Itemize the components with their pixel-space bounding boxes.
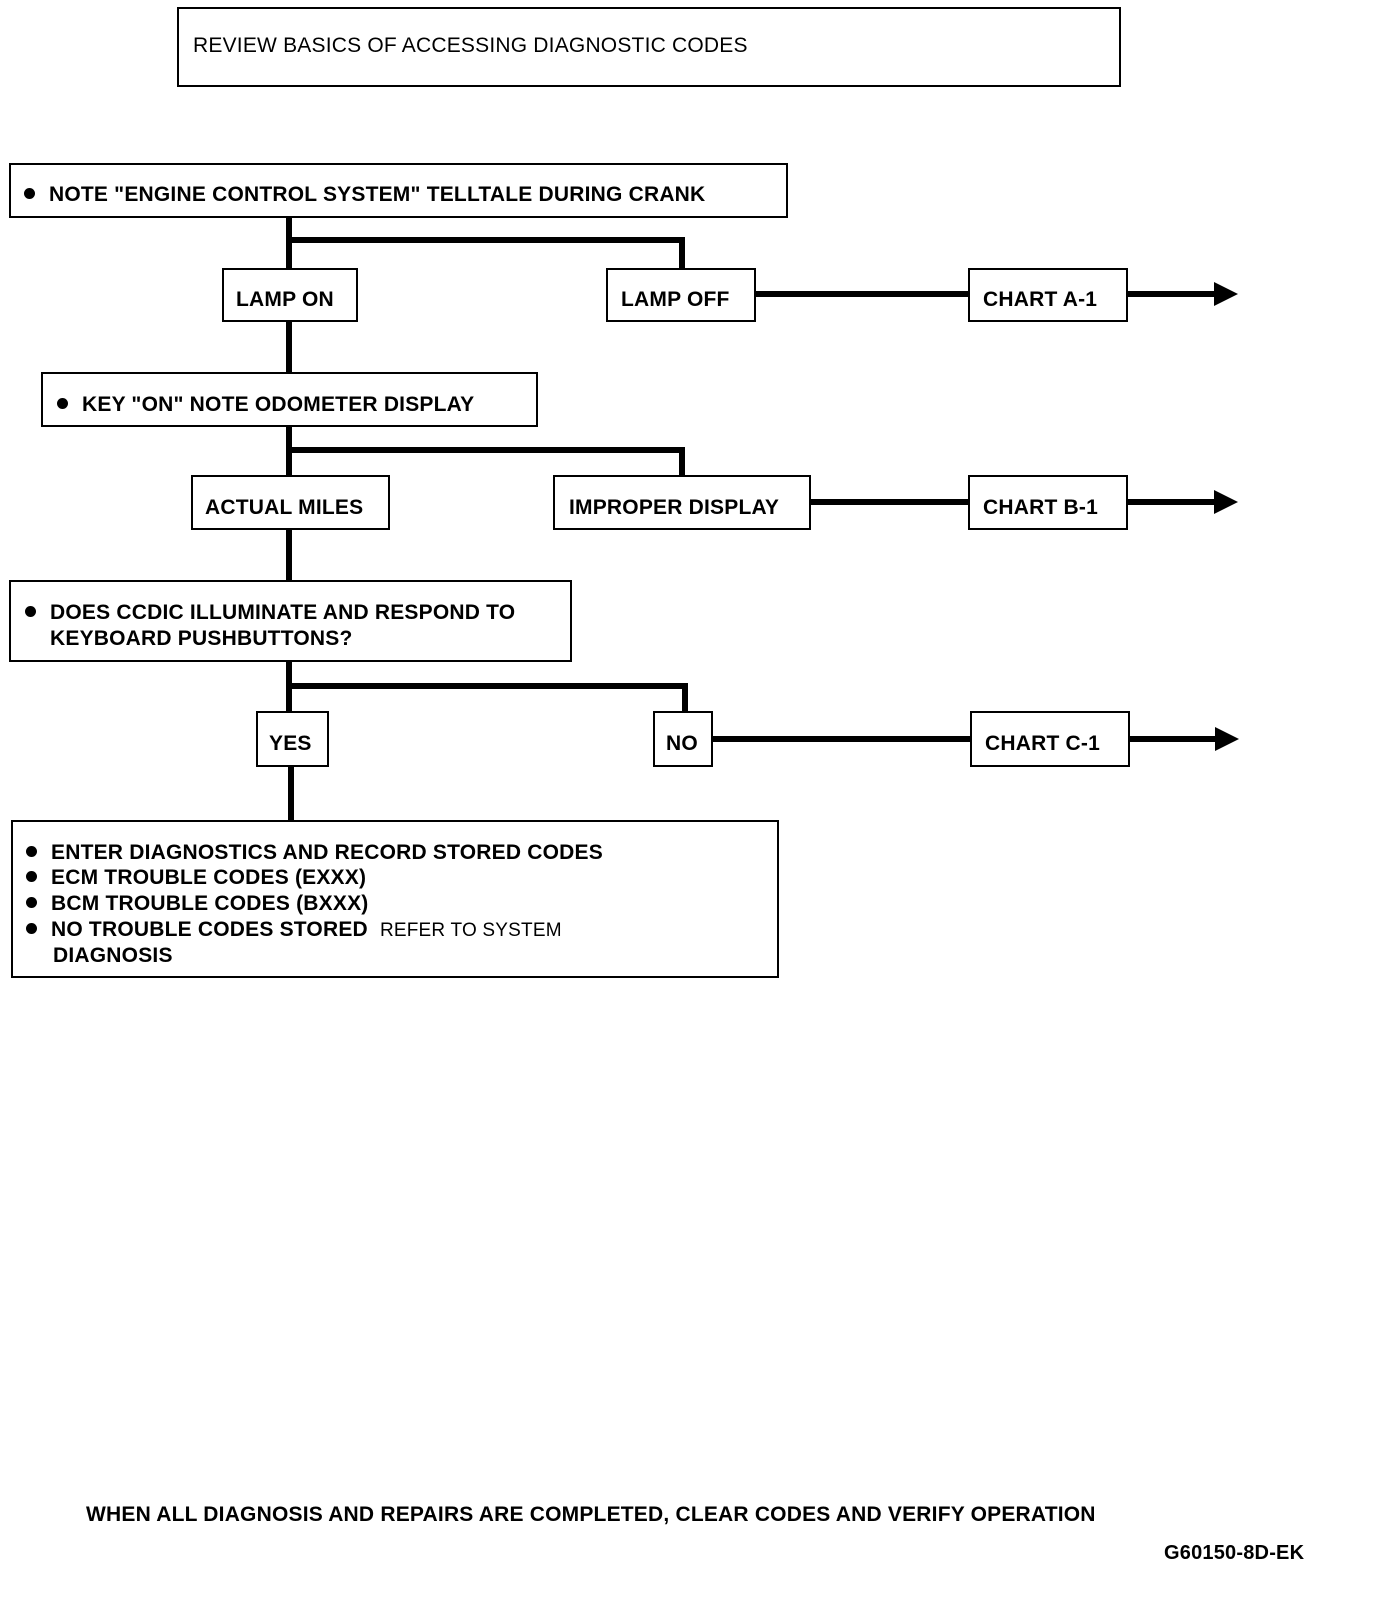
- connector: [679, 447, 685, 477]
- connector: [754, 291, 970, 297]
- yes-label: YES: [269, 732, 312, 755]
- arrow-right-icon: [1214, 490, 1238, 514]
- final-item: ENTER DIAGNOSTICS AND RECORD STORED CODE…: [26, 841, 603, 865]
- chart-a1-box: [968, 268, 1128, 322]
- header-box: [177, 7, 1121, 87]
- final-item: NO TROUBLE CODES STORED REFER TO SYSTEM: [26, 918, 562, 942]
- step1-box: [9, 163, 788, 218]
- connector: [1126, 291, 1216, 297]
- connector: [286, 447, 685, 453]
- final-item-label: ENTER DIAGNOSTICS AND RECORD STORED CODE…: [51, 841, 603, 864]
- chart-b1-box: [968, 475, 1128, 530]
- final-item-label: BCM TROUBLE CODES (BXXX): [51, 892, 369, 915]
- final-item-label: ECM TROUBLE CODES (EXXX): [51, 866, 367, 889]
- bullet-icon: [26, 896, 37, 908]
- connector: [286, 528, 292, 582]
- connector: [286, 320, 292, 374]
- improper-display-label: IMPROPER DISPLAY: [569, 496, 780, 519]
- bullet-icon: [26, 845, 37, 857]
- header-title: REVIEW BASICS OF ACCESSING DIAGNOSTIC CO…: [193, 34, 748, 57]
- arrow-right-icon: [1214, 282, 1238, 306]
- no-label: NO: [666, 732, 698, 755]
- bullet-icon: [24, 187, 35, 199]
- connector: [286, 683, 688, 689]
- arrow-right-icon: [1215, 727, 1239, 751]
- connector: [809, 499, 970, 505]
- refer-text-cont: DIAGNOSIS: [53, 944, 173, 967]
- connector: [286, 237, 685, 243]
- refer-text: REFER TO SYSTEM: [379, 920, 562, 941]
- step1-label: NOTE "ENGINE CONTROL SYSTEM" TELLTALE DU…: [49, 183, 706, 206]
- bullet-icon: [26, 870, 37, 882]
- footer-note: WHEN ALL DIAGNOSIS AND REPAIRS ARE COMPL…: [86, 1503, 1096, 1526]
- lamp-on-label: LAMP ON: [236, 288, 334, 311]
- final-item-label: NO TROUBLE CODES STORED: [51, 918, 368, 941]
- step3-line1: DOES CCDIC ILLUMINATE AND RESPOND TO: [25, 601, 515, 625]
- step1-text: NOTE "ENGINE CONTROL SYSTEM" TELLTALE DU…: [24, 183, 705, 207]
- lamp-off-label: LAMP OFF: [621, 288, 730, 311]
- bullet-icon: [57, 397, 68, 409]
- bullet-icon: [25, 605, 36, 617]
- chart-c1-label: CHART C-1: [985, 732, 1100, 755]
- bullet-icon: [26, 922, 37, 934]
- connector: [286, 216, 292, 270]
- step2-text: KEY "ON" NOTE ODOMETER DISPLAY: [57, 393, 474, 417]
- connector: [288, 765, 294, 822]
- step2-label: KEY "ON" NOTE ODOMETER DISPLAY: [82, 393, 475, 416]
- connector: [711, 736, 972, 742]
- final-item: BCM TROUBLE CODES (BXXX): [26, 892, 368, 916]
- chart-a1-label: CHART A-1: [983, 288, 1098, 311]
- final-box: [11, 820, 779, 978]
- step3-line2: KEYBOARD PUSHBUTTONS?: [50, 627, 353, 650]
- connector: [1126, 499, 1216, 505]
- improper-display-box: [553, 475, 811, 530]
- connector: [679, 237, 685, 270]
- yes-box: [256, 711, 329, 767]
- connector: [682, 683, 688, 713]
- final-item: ECM TROUBLE CODES (EXXX): [26, 866, 366, 890]
- actual-miles-label: ACTUAL MILES: [205, 496, 364, 519]
- figure-code: G60150-8D-EK: [1164, 1542, 1305, 1564]
- chart-b1-label: CHART B-1: [983, 496, 1098, 519]
- connector: [1128, 736, 1217, 742]
- step3-line1-label: DOES CCDIC ILLUMINATE AND RESPOND TO: [50, 601, 516, 624]
